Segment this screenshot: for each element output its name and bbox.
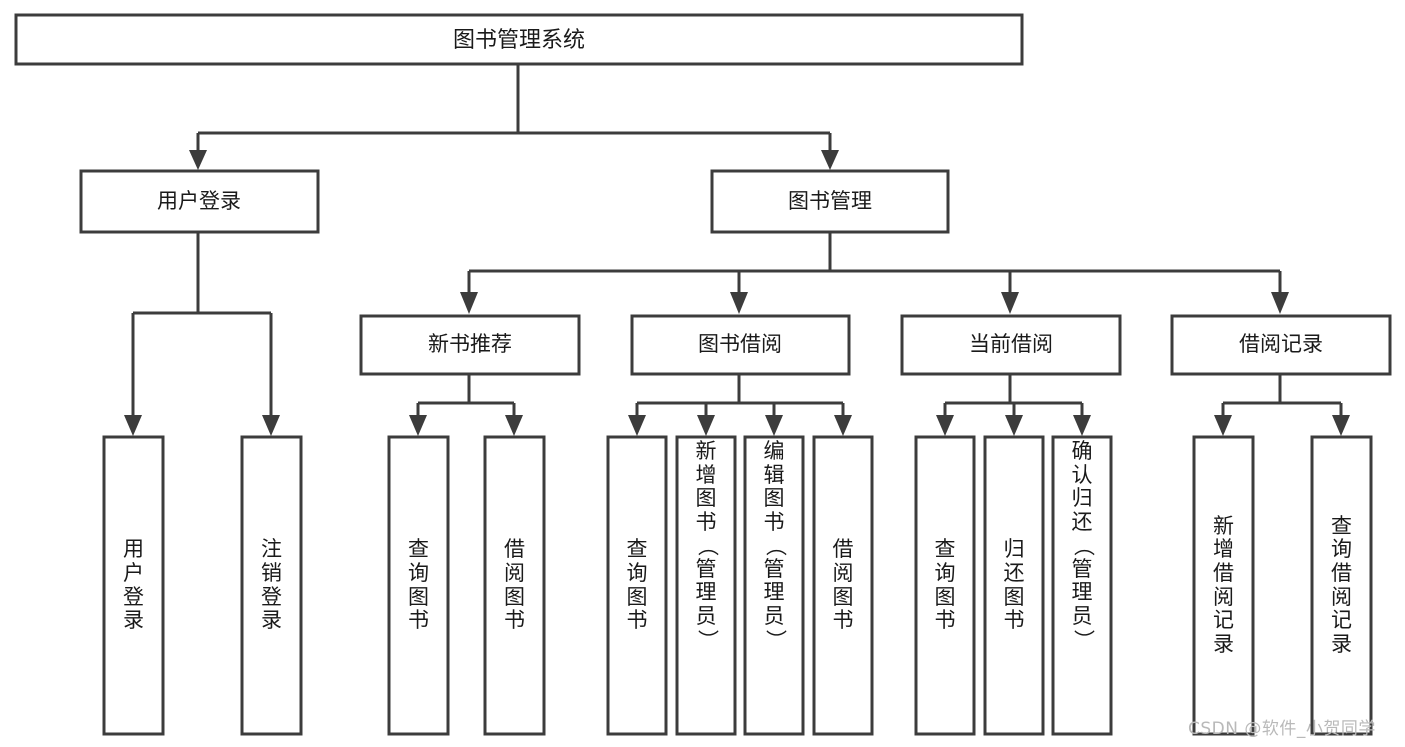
borrow-record-label: 借阅记录 <box>1239 332 1323 356</box>
leaf-box-bookborrow-borrow[interactable] <box>812 435 874 736</box>
root-box[interactable] <box>14 13 1024 66</box>
leaf-box-newbook-borrow[interactable] <box>483 435 546 736</box>
root-label: 图书管理系统 <box>453 28 585 53</box>
leaf-box-newbook-query[interactable] <box>387 435 450 736</box>
arrowhead-current-borrow <box>1001 292 1019 314</box>
leaf-box-bookborrow-add[interactable] <box>675 435 737 736</box>
leaf-box-bookborrow-query[interactable] <box>606 435 668 736</box>
leaf-box-borrowrecord-query[interactable] <box>1310 435 1373 736</box>
arrowhead-leaf-logout <box>262 415 280 436</box>
new-book-recommend-box[interactable] <box>359 314 581 376</box>
arrowhead-leaf-user-login <box>124 415 142 436</box>
node-user-login[interactable]: 用户登录 <box>79 169 320 234</box>
arrowhead-newbook-query <box>409 415 427 436</box>
leaf-box-currentborrow-return[interactable] <box>983 435 1045 736</box>
leaf-box-logout[interactable] <box>240 435 303 736</box>
book-management-box[interactable] <box>710 169 950 234</box>
arrowhead-currentborrow-confirm <box>1073 415 1091 436</box>
new-book-recommend-label: 新书推荐 <box>428 332 512 356</box>
arrowhead-currentborrow-query <box>936 415 954 436</box>
leaf-box-bookborrow-edit[interactable] <box>743 435 805 736</box>
connectors <box>124 64 1350 436</box>
node-book-management[interactable]: 图书管理 <box>710 169 950 234</box>
arrowhead-book-mgmt <box>821 150 839 170</box>
borrow-record-box[interactable] <box>1170 314 1392 376</box>
arrowhead-borrowrecord-query <box>1332 415 1350 436</box>
arrowhead-borrow-record <box>1271 292 1289 314</box>
node-root[interactable]: 图书管理系统 <box>14 13 1024 66</box>
leaf-box-user-login[interactable] <box>102 435 165 736</box>
arrowhead-user-login <box>189 150 207 170</box>
book-borrow-label: 图书借阅 <box>698 332 782 356</box>
arrowhead-bookborrow-borrow <box>834 415 852 436</box>
leaf-box-currentborrow-confirm[interactable] <box>1051 435 1113 736</box>
node-new-book-recommend[interactable]: 新书推荐 <box>359 314 581 376</box>
leaf-boxes <box>102 435 1373 736</box>
book-borrow-box[interactable] <box>630 314 851 376</box>
user-login-box[interactable] <box>79 169 320 234</box>
arrowhead-newbook-borrow <box>505 415 523 436</box>
arrowhead-currentborrow-return <box>1005 415 1023 436</box>
leaf-box-borrowrecord-add[interactable] <box>1192 435 1255 736</box>
arrowhead-bookborrow-edit <box>765 415 783 436</box>
arrowhead-borrowrecord-add <box>1214 415 1232 436</box>
arrowhead-bookborrow-add <box>697 415 715 436</box>
csdn-watermark: CSDN @软件_小贺同学 <box>1188 719 1376 739</box>
node-current-borrow[interactable]: 当前借阅 <box>900 314 1122 376</box>
book-management-label: 图书管理 <box>788 189 872 213</box>
arrowhead-book-borrow <box>730 292 748 314</box>
arrowhead-bookborrow-query <box>628 415 646 436</box>
node-borrow-record[interactable]: 借阅记录 <box>1170 314 1392 376</box>
current-borrow-label: 当前借阅 <box>969 332 1053 356</box>
current-borrow-box[interactable] <box>900 314 1122 376</box>
user-login-label: 用户登录 <box>157 189 241 213</box>
arrowhead-new-book-recommend <box>460 292 478 314</box>
leaf-box-currentborrow-query[interactable] <box>914 435 976 736</box>
node-book-borrow[interactable]: 图书借阅 <box>630 314 851 376</box>
